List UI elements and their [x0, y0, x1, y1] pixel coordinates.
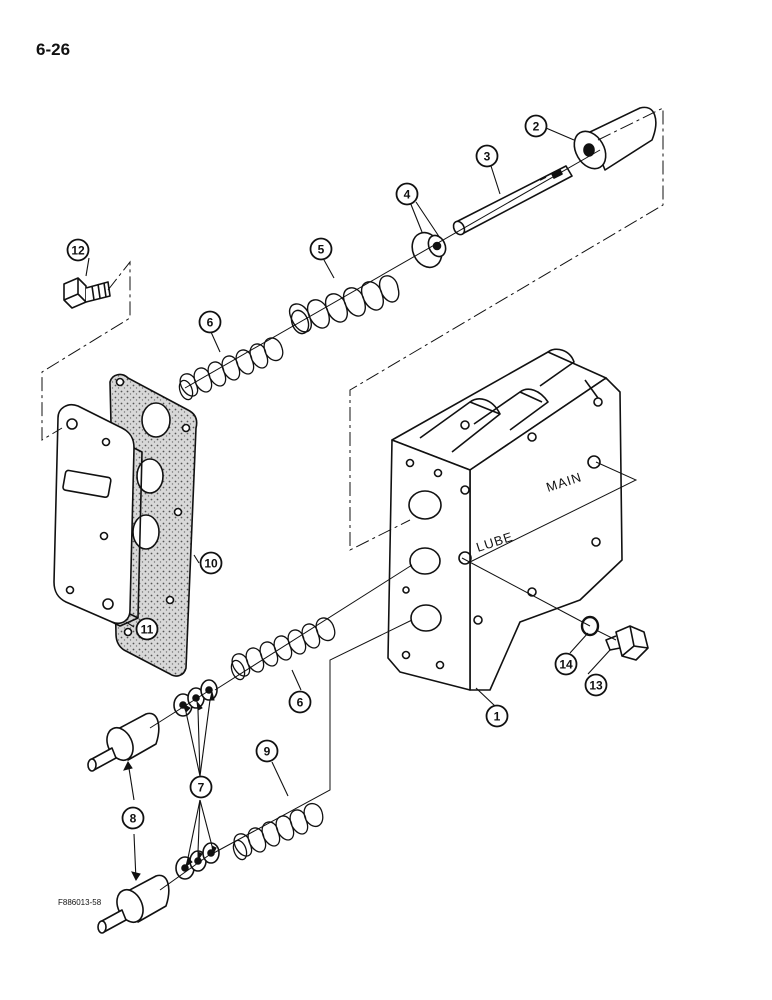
- callout-3: 3: [475, 144, 499, 168]
- svg-text:11: 11: [141, 623, 154, 637]
- upper-small-spring: [178, 337, 284, 401]
- page-number: 6-26: [36, 40, 71, 59]
- svg-text:10: 10: [204, 557, 218, 571]
- piston-upper: [87, 712, 160, 772]
- callout-leaders: [85, 127, 611, 881]
- callout-11: 11: [135, 617, 159, 641]
- end-plug: [573, 106, 657, 171]
- svg-text:3: 3: [484, 150, 491, 164]
- svg-text:4: 4: [404, 188, 411, 202]
- svg-text:2: 2: [533, 120, 540, 134]
- callout-1: 1: [485, 704, 509, 728]
- callout-6-lower: 6: [288, 690, 312, 714]
- cover-plate: [53, 403, 143, 627]
- svg-text:1: 1: [494, 710, 501, 724]
- large-spring: [289, 275, 400, 335]
- callout-4: 4: [395, 182, 419, 206]
- svg-text:8: 8: [130, 812, 137, 826]
- hex-bolt: [63, 277, 111, 309]
- spring-seat-washer: [411, 231, 447, 269]
- callout-6-upper: 6: [198, 310, 222, 334]
- o-ring: [580, 615, 600, 637]
- callout-9: 9: [255, 739, 279, 763]
- svg-text:5: 5: [318, 243, 325, 257]
- svg-text:6: 6: [207, 316, 214, 330]
- assembly-lines: [41, 107, 664, 891]
- callout-5: 5: [309, 237, 333, 261]
- valve-body: [387, 348, 623, 691]
- piston-lower: [97, 874, 170, 934]
- callout-12: 12: [66, 238, 90, 262]
- svg-text:12: 12: [71, 244, 85, 258]
- callout-arrowheads: [123, 691, 217, 881]
- svg-text:6: 6: [297, 696, 304, 710]
- callout-2: 2: [524, 114, 548, 138]
- figure-code: F886013-58: [58, 898, 102, 907]
- callout-10: 10: [199, 551, 223, 575]
- callout-7: 7: [189, 775, 213, 799]
- callout-8: 8: [121, 806, 145, 830]
- callout-13: 13: [584, 673, 608, 697]
- bottom-spring: [232, 802, 324, 861]
- svg-text:9: 9: [264, 745, 271, 759]
- lower-small-spring: [230, 617, 336, 681]
- plug-bolt: [605, 625, 649, 661]
- svg-text:14: 14: [559, 658, 573, 672]
- callout-14: 14: [554, 652, 578, 676]
- svg-text:7: 7: [198, 781, 205, 795]
- svg-text:13: 13: [589, 679, 603, 693]
